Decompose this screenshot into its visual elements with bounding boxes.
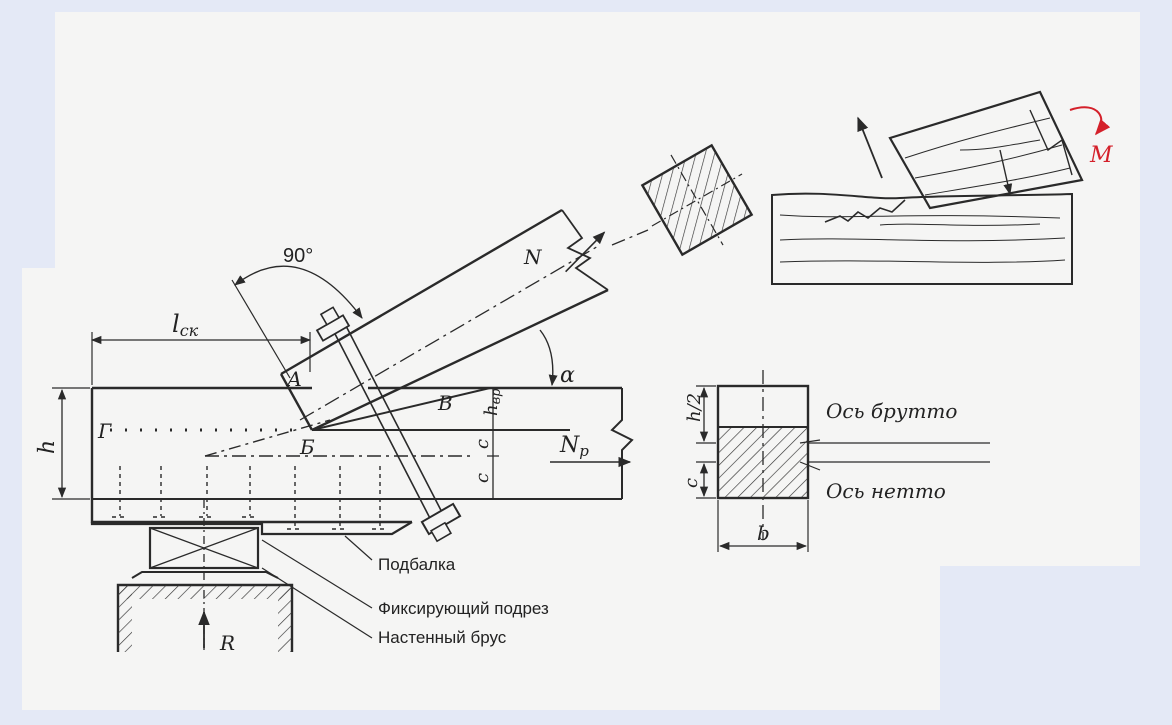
sub-beam [90,521,413,536]
nail-marks [112,466,388,530]
h-half-label: h/2 [684,393,705,422]
alpha-label: α [560,363,575,388]
force-Np-label: Nр [559,433,589,460]
moment-M-label: M [1089,143,1113,168]
os-brutto-label: Ось брутто [826,399,957,423]
point-V-label: В [437,391,453,415]
force-N-label: N [523,245,543,269]
reaction-R-label: R [219,631,235,655]
bolt [315,306,462,543]
paper-sheets [22,12,1140,710]
rafter-cross-section [640,143,754,257]
lower-chord-section [696,370,990,552]
podbalka-label: Подбалка [378,555,456,574]
point-B-label: Б [299,435,315,459]
fiksiruyushchiy-podrez-label: Фиксирующий подрез [378,599,549,618]
b-label: b [757,521,770,545]
shear-failure-sketch [771,90,1111,285]
section-axis [611,229,649,246]
rafter [280,208,609,432]
h-vr-label: hвр [481,388,504,416]
angle-90-label: 90° [283,245,313,267]
c-section-label: с [681,478,702,488]
l-sk-label: lск [172,310,199,340]
h-label: h [35,440,60,454]
point-A-label: А [285,367,302,391]
support-wall-beam [116,500,294,652]
c-bottom-label: с [472,473,493,483]
c-top-label: с [472,439,493,449]
os-netto-label: Ось нетто [826,479,946,503]
labels: 90° lск N α А Б В Г h hвр с с Nр R M h/2… [35,143,1113,655]
dimension-lines [52,265,632,500]
point-G-label: Г [97,419,112,443]
leader-lines [261,535,373,639]
lower-chord-beam [90,373,634,530]
nastennyy-brus-label: Настенный брус [378,628,507,647]
